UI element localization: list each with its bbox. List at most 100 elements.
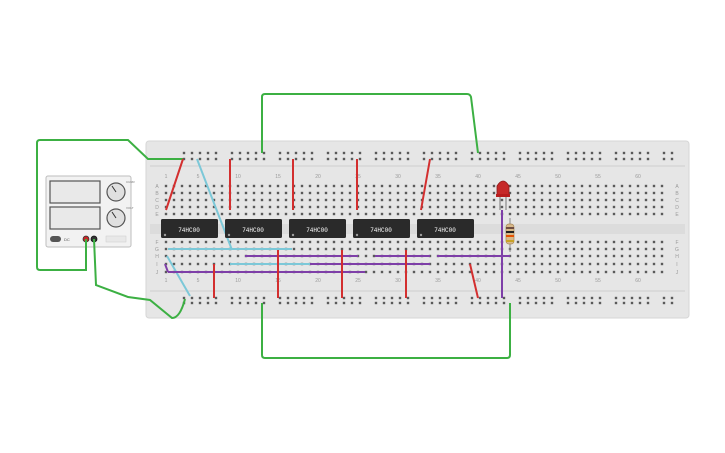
- terminal-hole[interactable]: [644, 247, 648, 251]
- terminal-hole[interactable]: [588, 240, 592, 244]
- terminal-hole[interactable]: [428, 205, 432, 209]
- rail-hole[interactable]: [350, 296, 354, 300]
- rail-hole[interactable]: [646, 151, 650, 155]
- terminal-hole[interactable]: [444, 240, 448, 244]
- rail-hole[interactable]: [374, 301, 378, 305]
- terminal-hole[interactable]: [388, 212, 392, 216]
- terminal-hole[interactable]: [316, 212, 320, 216]
- terminal-hole[interactable]: [588, 205, 592, 209]
- terminal-hole[interactable]: [164, 270, 168, 274]
- terminal-hole[interactable]: [484, 247, 488, 251]
- terminal-hole[interactable]: [396, 240, 400, 244]
- terminal-hole[interactable]: [556, 212, 560, 216]
- terminal-hole[interactable]: [356, 212, 360, 216]
- rail-hole[interactable]: [262, 151, 266, 155]
- terminal-hole[interactable]: [588, 247, 592, 251]
- rail-hole[interactable]: [246, 151, 250, 155]
- terminal-hole[interactable]: [484, 240, 488, 244]
- terminal-hole[interactable]: [428, 198, 432, 202]
- terminal-hole[interactable]: [260, 191, 264, 195]
- terminal-hole[interactable]: [604, 191, 608, 195]
- terminal-hole[interactable]: [220, 191, 224, 195]
- terminal-hole[interactable]: [580, 270, 584, 274]
- terminal-hole[interactable]: [580, 191, 584, 195]
- rail-hole[interactable]: [614, 151, 618, 155]
- terminal-hole[interactable]: [524, 205, 528, 209]
- rail-hole[interactable]: [326, 151, 330, 155]
- terminal-hole[interactable]: [412, 270, 416, 274]
- terminal-hole[interactable]: [300, 247, 304, 251]
- rail-hole[interactable]: [294, 296, 298, 300]
- terminal-hole[interactable]: [412, 212, 416, 216]
- rail-hole[interactable]: [526, 157, 530, 161]
- terminal-hole[interactable]: [204, 254, 208, 258]
- terminal-hole[interactable]: [604, 254, 608, 258]
- terminal-hole[interactable]: [564, 247, 568, 251]
- rail-hole[interactable]: [646, 296, 650, 300]
- rail-hole[interactable]: [662, 301, 666, 305]
- terminal-hole[interactable]: [580, 212, 584, 216]
- terminal-hole[interactable]: [204, 240, 208, 244]
- rail-hole[interactable]: [190, 301, 194, 305]
- rail-hole[interactable]: [582, 296, 586, 300]
- terminal-hole[interactable]: [660, 205, 664, 209]
- rail-hole[interactable]: [398, 301, 402, 305]
- wire-red-5[interactable]: [420, 158, 431, 211]
- terminal-hole[interactable]: [652, 254, 656, 258]
- terminal-hole[interactable]: [444, 262, 448, 266]
- terminal-hole[interactable]: [252, 184, 256, 188]
- rail-hole[interactable]: [342, 157, 346, 161]
- rail-hole[interactable]: [278, 301, 282, 305]
- rail-hole[interactable]: [262, 296, 266, 300]
- rail-hole[interactable]: [670, 301, 674, 305]
- terminal-hole[interactable]: [500, 198, 504, 202]
- terminal-hole[interactable]: [188, 254, 192, 258]
- terminal-hole[interactable]: [372, 270, 376, 274]
- rail-hole[interactable]: [382, 151, 386, 155]
- rail-hole[interactable]: [342, 301, 346, 305]
- terminal-hole[interactable]: [172, 212, 176, 216]
- terminal-hole[interactable]: [396, 270, 400, 274]
- terminal-hole[interactable]: [580, 254, 584, 258]
- terminal-hole[interactable]: [524, 247, 528, 251]
- terminal-hole[interactable]: [348, 212, 352, 216]
- terminal-hole[interactable]: [380, 247, 384, 251]
- rail-hole[interactable]: [278, 157, 282, 161]
- terminal-hole[interactable]: [444, 191, 448, 195]
- resistor[interactable]: [505, 218, 515, 252]
- terminal-hole[interactable]: [396, 205, 400, 209]
- terminal-hole[interactable]: [604, 198, 608, 202]
- terminal-hole[interactable]: [452, 205, 456, 209]
- rail-hole[interactable]: [358, 157, 362, 161]
- rail-hole[interactable]: [470, 151, 474, 155]
- terminal-hole[interactable]: [540, 262, 544, 266]
- terminal-hole[interactable]: [580, 184, 584, 188]
- terminal-hole[interactable]: [564, 184, 568, 188]
- rail-hole[interactable]: [334, 301, 338, 305]
- terminal-hole[interactable]: [596, 212, 600, 216]
- terminal-hole[interactable]: [372, 205, 376, 209]
- terminal-hole[interactable]: [572, 212, 576, 216]
- rail-hole[interactable]: [310, 296, 314, 300]
- rail-hole[interactable]: [662, 296, 666, 300]
- terminal-hole[interactable]: [332, 240, 336, 244]
- rail-hole[interactable]: [206, 157, 210, 161]
- terminal-hole[interactable]: [596, 184, 600, 188]
- terminal-hole[interactable]: [612, 212, 616, 216]
- terminal-hole[interactable]: [604, 212, 608, 216]
- rail-hole[interactable]: [630, 151, 634, 155]
- terminal-hole[interactable]: [340, 191, 344, 195]
- rail-hole[interactable]: [662, 157, 666, 161]
- rail-hole[interactable]: [374, 296, 378, 300]
- terminal-hole[interactable]: [420, 247, 424, 251]
- terminal-hole[interactable]: [332, 212, 336, 216]
- terminal-hole[interactable]: [588, 262, 592, 266]
- rail-hole[interactable]: [286, 157, 290, 161]
- terminal-hole[interactable]: [196, 198, 200, 202]
- rail-hole[interactable]: [598, 296, 602, 300]
- terminal-hole[interactable]: [348, 191, 352, 195]
- terminal-hole[interactable]: [516, 262, 520, 266]
- terminal-hole[interactable]: [556, 262, 560, 266]
- terminal-hole[interactable]: [484, 198, 488, 202]
- rail-hole[interactable]: [534, 151, 538, 155]
